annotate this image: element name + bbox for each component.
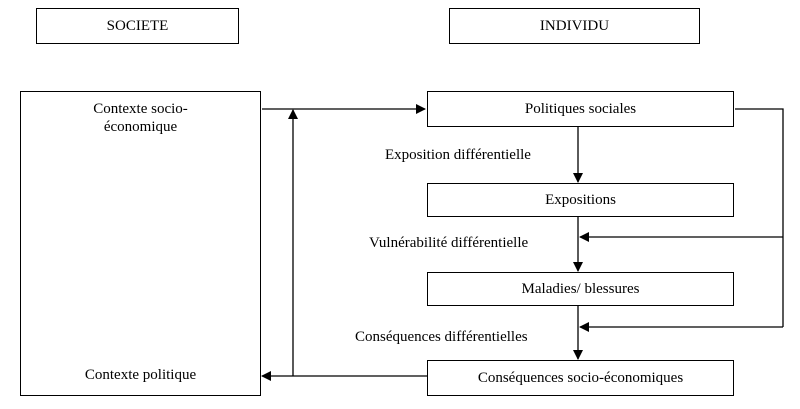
maladies-label: Maladies/ blessures <box>521 280 640 297</box>
consequences-differentielles-label: Conséquences différentielles <box>355 328 528 346</box>
contexte-socio-line1: Contexte socio- <box>93 101 188 117</box>
box-politiques-sociales: Politiques sociales <box>427 91 734 127</box>
header-individu-label: INDIVIDU <box>539 17 610 34</box>
vulnerabilite-differentielle-label: Vulnérabilité différentielle <box>369 234 529 252</box>
exposition-differentielle-label: Exposition différentielle <box>385 146 531 164</box>
politiques-sociales-label: Politiques sociales <box>524 100 637 117</box>
contexte-socio-label: Contexte socio- économique <box>20 100 261 136</box>
contexte-socio-line2: économique <box>103 119 178 135</box>
box-consequences-socio: Conséquences socio-économiques <box>427 360 734 396</box>
header-individu: INDIVIDU <box>449 8 700 44</box>
header-societe: SOCIETE <box>36 8 239 44</box>
consequences-socio-label: Conséquences socio-économiques <box>477 369 684 386</box>
header-societe-label: SOCIETE <box>106 17 169 34</box>
contexte-politique-label: Contexte politique <box>84 367 197 383</box>
box-expositions: Expositions <box>427 183 734 217</box>
right-feedback-path <box>735 108 784 327</box>
box-maladies: Maladies/ blessures <box>427 272 734 306</box>
expositions-label: Expositions <box>545 191 616 208</box>
societe-panel <box>20 91 261 396</box>
